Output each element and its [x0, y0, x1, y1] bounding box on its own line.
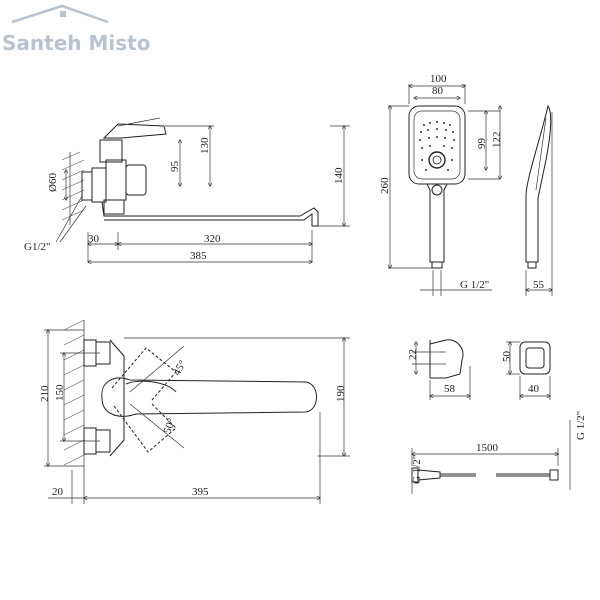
- dim-width-80: 80: [432, 85, 444, 97]
- dim-20: 20: [52, 486, 64, 498]
- dim-width-100: 100: [430, 73, 447, 85]
- faucet-side-view: Ø60 130 95 140 30 320 385 G1/2": [24, 117, 350, 262]
- dim-95: 95: [169, 161, 181, 173]
- thread-g12: G 1/2": [460, 279, 489, 291]
- thread-hose-left: G 1/2": [411, 455, 423, 484]
- angle-45: 45°: [171, 358, 189, 377]
- dim-58: 58: [444, 383, 456, 395]
- wall-hatch: [61, 151, 85, 225]
- dim-50: 50: [501, 351, 513, 363]
- faucet-plan-view: 45° 50° 210 150 190 20 395: [39, 319, 350, 504]
- dim-height-260: 260: [379, 177, 391, 194]
- dim-depth-55: 55: [533, 279, 545, 291]
- dim-130: 130: [199, 137, 211, 154]
- wall-holder-side: 22 58: [407, 339, 470, 400]
- spray-nozzles: [419, 121, 455, 171]
- angle-50: 50°: [161, 417, 178, 436]
- dim-hose-length: 1500: [476, 442, 499, 454]
- shower-hose: 1500 G 1/2" G 1/2": [411, 411, 587, 494]
- dim-diameter-60: Ø60: [47, 173, 59, 192]
- thread-label: G1/2": [24, 241, 51, 253]
- wall-hatch-plan: [63, 319, 85, 470]
- dim-320: 320: [204, 233, 221, 245]
- dim-190: 190: [335, 385, 347, 402]
- handshower-side-view: 55: [526, 104, 552, 296]
- brand-logo: Santeh Misto: [2, 4, 150, 55]
- dim-height-122: 122: [491, 132, 503, 149]
- wall-holder-front: 50 40: [501, 342, 550, 400]
- dim-height-99: 99: [476, 138, 488, 150]
- dim-140: 140: [333, 167, 345, 184]
- logo-text: Santeh Misto: [2, 31, 150, 55]
- dim-395: 395: [192, 486, 209, 498]
- thread-hose-right: G 1/2": [575, 411, 587, 440]
- dim-150: 150: [54, 384, 66, 401]
- dim-385: 385: [190, 250, 207, 262]
- dim-22: 22: [407, 349, 419, 360]
- dim-210: 210: [39, 385, 51, 402]
- logo-house-icon: [11, 4, 109, 24]
- logo-window-icon: [60, 11, 66, 17]
- dim-40: 40: [528, 383, 540, 395]
- handshower-front-view: 100 80 99 122 260 G 1/2": [379, 73, 503, 296]
- dim-30: 30: [88, 233, 100, 245]
